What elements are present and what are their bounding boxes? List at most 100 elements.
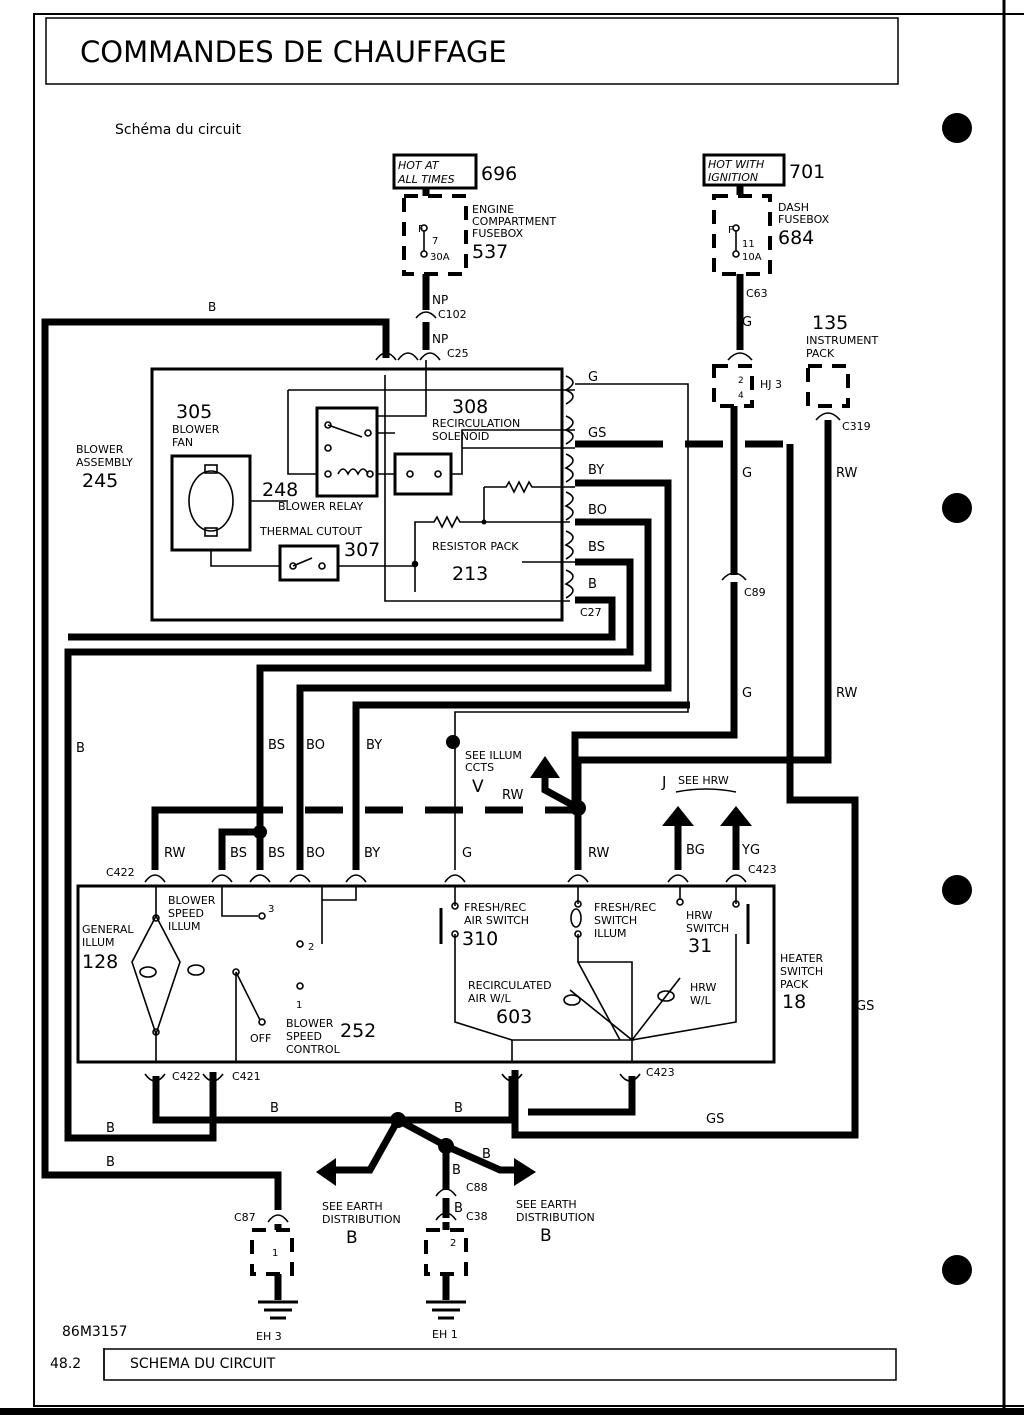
wire-label: BS (230, 846, 247, 861)
fresh-rec-switch-illum: FRESH/REC SWITCH ILLUM (570, 900, 656, 940)
page-number: 48.2 (50, 1356, 81, 1372)
wire-label: RW (836, 686, 858, 701)
wire-label: GS (706, 1112, 724, 1127)
arrow-left-icon (316, 1158, 336, 1186)
svg-text:RECIRCULATION: RECIRCULATION (432, 417, 520, 430)
svg-text:7: 7 (432, 236, 438, 247)
svg-text:BLOWER: BLOWER (286, 1017, 334, 1030)
wire-label: G (462, 846, 472, 861)
svg-text:245: 245 (82, 470, 118, 492)
binder-hole (942, 1255, 972, 1285)
binder-hole (942, 875, 972, 905)
svg-text:30A: 30A (430, 252, 450, 263)
blower-speed-control-wiring (221, 886, 357, 1062)
recirculated-air-wl: RECIRCULATED AIR W/L 603 (468, 979, 581, 1028)
svg-text:SEE ILLUM: SEE ILLUM (465, 749, 522, 762)
svg-text:AIR SWITCH: AIR SWITCH (464, 914, 529, 927)
connector-c319: C319 (842, 420, 871, 433)
arrow-right-icon (514, 1158, 536, 1186)
page-title: COMMANDES DE CHAUFFAGE (80, 35, 507, 69)
connector-c87-block (250, 1228, 294, 1276)
svg-text:RESISTOR PACK: RESISTOR PACK (432, 540, 519, 553)
svg-text:HRW: HRW (686, 909, 712, 922)
svg-text:248: 248 (262, 479, 298, 501)
arrow-up-icon (662, 806, 694, 826)
svg-text:F: F (728, 225, 734, 236)
svg-text:ILLUM: ILLUM (82, 936, 115, 949)
connector-c63: C63 (746, 287, 768, 300)
svg-text:PACK: PACK (780, 978, 809, 991)
wire-label: BS (588, 540, 605, 555)
connector-np: NP (432, 332, 448, 346)
svg-text:701: 701 (789, 161, 825, 183)
svg-text:BLOWER: BLOWER (76, 443, 124, 456)
svg-text:FRESH/REC: FRESH/REC (464, 901, 526, 914)
wire-label: BO (306, 738, 325, 753)
svg-text:V: V (472, 777, 484, 797)
wire-label: B (588, 577, 597, 592)
thermal-cutout: THERMAL CUTOUT 307 (259, 525, 380, 582)
wire-label: B (106, 1155, 115, 1170)
svg-text:GENERAL: GENERAL (82, 923, 134, 936)
svg-text:HRW: HRW (690, 981, 716, 994)
earth-point-eh1: EH 1 (432, 1328, 458, 1341)
connector-c87: C87 (234, 1211, 256, 1224)
svg-text:FUSEBOX: FUSEBOX (778, 213, 830, 226)
svg-text:RECIRCULATED: RECIRCULATED (468, 979, 552, 992)
blower-assembly-box (150, 367, 564, 622)
supply-hot-with-ignition: HOT WITH IGNITION 701 (702, 153, 825, 187)
svg-text:AIR W/L: AIR W/L (468, 992, 511, 1005)
svg-text:537: 537 (472, 241, 508, 263)
connector-hj3-label: HJ 3 (760, 378, 782, 391)
earth-point-eh3: EH 3 (256, 1330, 282, 1343)
svg-text:DASH: DASH (778, 201, 809, 214)
svg-text:696: 696 (481, 163, 517, 185)
connector-c422: C422 (106, 866, 135, 879)
connector-hj3 (712, 364, 754, 408)
hrw-switch: HRW SWITCH 31 (676, 898, 750, 957)
svg-text:684: 684 (778, 227, 814, 249)
svg-text:308: 308 (452, 396, 488, 418)
svg-text:SWITCH: SWITCH (594, 914, 637, 927)
connector-c421: C421 (232, 1070, 261, 1083)
svg-text:BLOWER RELAY: BLOWER RELAY (278, 500, 364, 513)
wire-label: BY (588, 463, 604, 478)
wire-label: B (454, 1101, 463, 1116)
footer-section: SCHEMA DU CIRCUIT (130, 1356, 276, 1372)
engine-compartment-fusebox: F 7 30A ENGINE COMPARTMENT FUSEBOX 537 (402, 194, 557, 276)
heater-switch-pack-box (76, 884, 776, 1064)
svg-text:FRESH/REC: FRESH/REC (594, 901, 656, 914)
connector-np: NP (432, 293, 448, 307)
wire-label: RW (164, 846, 186, 861)
blower-speed-illum: BLOWER SPEED ILLUM (168, 894, 216, 933)
svg-text:HOT WITH: HOT WITH (708, 158, 764, 171)
svg-text:HEATER: HEATER (780, 952, 824, 965)
page-subtitle: Schéma du circuit (115, 122, 241, 138)
svg-text:INSTRUMENT: INSTRUMENT (806, 334, 879, 347)
drawing-reference: 86M3157 (62, 1324, 128, 1340)
supply-hot-at-all-times: HOT AT ALL TIMES 696 (392, 153, 517, 190)
wire-label: RW (836, 466, 858, 481)
svg-text:10A: 10A (742, 252, 762, 263)
svg-text:ASSEMBLY: ASSEMBLY (76, 456, 133, 469)
svg-text:ALL TIMES: ALL TIMES (397, 173, 455, 186)
see-illum-ccts: SEE ILLUM CCTS V (465, 749, 522, 797)
svg-text:THERMAL CUTOUT: THERMAL CUTOUT (259, 525, 362, 538)
wire-label: B (208, 300, 216, 314)
fresh-rec-air-switch: FRESH/REC AIR SWITCH 310 (439, 901, 529, 950)
internal-wiring (210, 360, 575, 602)
svg-text:135: 135 (812, 312, 848, 334)
hrw-wl: HRW W/L (657, 981, 716, 1007)
wire-label: BO (306, 846, 325, 861)
wire-label: BY (366, 738, 382, 753)
svg-text:OFF: OFF (250, 1032, 271, 1045)
arrow-up-icon (530, 756, 560, 778)
wire-label: G (742, 466, 752, 481)
svg-text:128: 128 (82, 951, 118, 973)
binder-hole (942, 113, 972, 143)
svg-text:FAN: FAN (172, 436, 193, 449)
connector-c27: C27 (564, 375, 602, 619)
svg-text:IGNITION: IGNITION (708, 171, 758, 184)
instrument-pack: 135 INSTRUMENT PACK (806, 312, 879, 408)
svg-text:18: 18 (782, 991, 806, 1013)
